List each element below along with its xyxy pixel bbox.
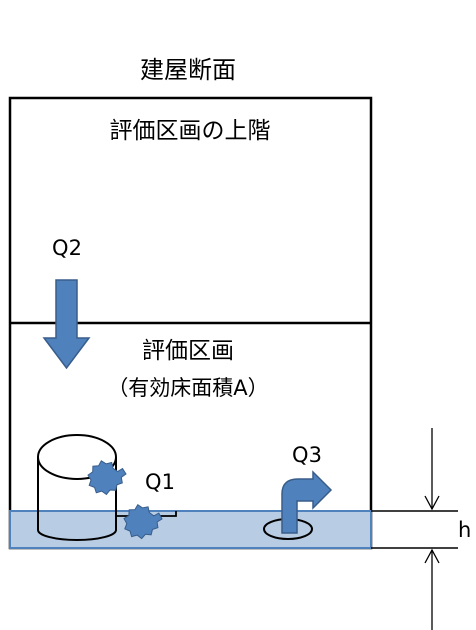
room-label: 評価区画 [142, 338, 234, 364]
leak-burst-icon [123, 503, 163, 540]
q2-label: Q2 [52, 236, 82, 260]
leak-burst-icon [87, 460, 127, 496]
q3-label: Q3 [292, 443, 322, 467]
tank-icon [37, 434, 117, 541]
upper-floor-label: 評価区画の上階 [110, 118, 271, 144]
q3-drain-arrow [281, 470, 333, 534]
diagram-title: 建屋断面 [140, 56, 236, 84]
q1-label: Q1 [145, 470, 175, 494]
water-layer [9, 510, 372, 549]
height-label: h [458, 518, 471, 542]
height-dimension [371, 428, 458, 630]
q2-down-arrow [42, 279, 91, 370]
room-sublabel: （有効床面積A） [107, 376, 268, 400]
